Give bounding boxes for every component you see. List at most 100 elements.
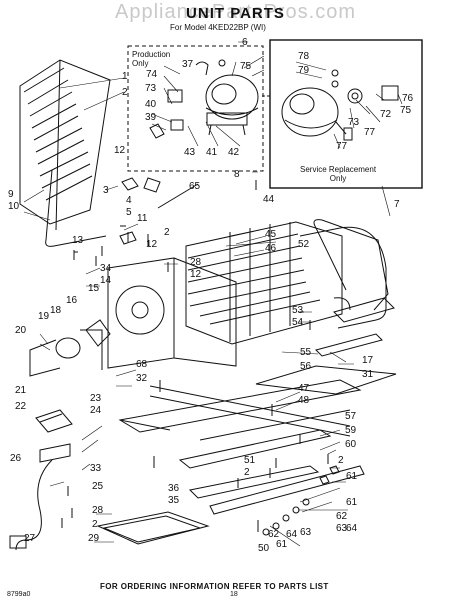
callout-63b: 63 [300,527,312,538]
condenser-coil-icon [19,59,111,231]
callout-43: 42 [228,147,240,158]
valve-icons [119,177,161,245]
callout-68b: 64 [286,529,298,540]
service-replacement-box [269,39,423,189]
ordering-info-footer: FOR ORDERING INFORMATION REFER TO PARTS … [100,582,329,591]
production-only-box [127,45,264,172]
fan-motor-icon [29,329,103,377]
callout-20: 20 [15,325,27,336]
callout-13: 13 [72,235,84,246]
callout-2d: 2 [244,467,250,478]
callout-5: 5 [126,207,132,218]
callout-42: 43 [184,147,196,158]
callout-25: 25 [92,481,104,492]
callout-72: 72 [380,109,392,120]
callout-2e: 2 [92,519,98,530]
callout-39: 39 [145,112,157,123]
rail-icon [315,333,383,357]
compressor-icon [205,74,259,136]
callout-9: 9 [8,189,14,200]
callout-17: 17 [362,355,374,366]
callout-27: 27 [24,533,36,544]
callout-78: 78 [298,51,310,62]
callout-18: 18 [50,305,62,316]
callout-52: 52 [298,239,310,250]
callout-44: 44 [263,194,275,205]
condenser-tube-icon [313,219,389,311]
callout-8: 8 [234,169,240,180]
callout-26: 26 [10,453,22,464]
footer-code: 8799a0 [7,591,31,598]
callout-75: 76 [402,93,414,104]
callout-57: 57 [345,411,357,422]
cover-plate-icon [35,409,73,433]
callout-32: 32 [136,373,148,384]
callout-34: 34 [100,263,112,274]
callout-62b: 62 [268,529,280,540]
callout-11: 11 [137,213,148,224]
capillary-icon [45,169,107,247]
fan-shroud-icon [107,257,237,369]
callout-53: 53 [292,305,304,316]
callout-4: 4 [126,195,132,206]
service-replacement-label: Service Replacement Only [300,165,377,183]
callout-10: 10 [8,201,20,212]
callout-51: 51 [244,455,256,466]
production-only-label: Production Only [132,50,171,68]
callout-74: 75 [400,105,412,116]
coil-assembly-icon [185,221,387,345]
callout-33: 33 [90,463,102,474]
callout-55: 55 [300,347,312,358]
callout-28: 28 [92,505,104,516]
power-cord-icon [9,443,71,551]
bracket-icon [333,297,395,323]
callout-73: 73 [348,117,360,128]
footer-page: 18 [230,591,238,598]
callout-70: 74 [146,69,158,80]
callout-19: 19 [38,311,50,322]
callout-68: 64 [346,523,358,534]
callout-2: 2 [122,87,128,98]
callout-30: 28 [190,257,202,268]
callout-24: 24 [90,405,102,416]
callout-71: 75 [240,61,252,72]
clip-icon [195,59,226,76]
callout-35: 35 [168,495,180,506]
callout-48: 48 [298,395,310,406]
callout-36: 36 [168,483,180,494]
callout-29: 29 [88,533,100,544]
fittings-icon [262,465,340,536]
callout-47: 47 [298,383,310,394]
callout-16: 16 [66,295,78,306]
callout-46: 46 [265,243,277,254]
callout-41: 41 [206,147,218,158]
watermark: AppliancePartsPros.com [115,1,356,23]
callout-12c: 12 [190,269,202,280]
callout-12b: 12 [146,239,158,250]
page-title: UNIT PARTS [186,5,285,22]
callout-6: 6 [242,37,248,48]
callout-50: 50 [258,543,270,554]
base-frame-icon [118,365,397,515]
drain-pan-icon [96,511,210,545]
callout-63: 63 [336,523,348,534]
callout-2c: 2 [338,455,344,466]
callout-56: 56 [300,361,312,372]
callout-61c: 61 [276,539,288,550]
callout-77: 77 [336,141,348,152]
callout-62: 62 [336,511,348,522]
callout-37: 37 [182,59,194,70]
callout-7: 7 [394,199,400,210]
callout-61: 61 [346,471,358,482]
callout-14: 14 [100,275,112,286]
callout-54: 54 [292,317,304,328]
callout-65: 68 [136,359,148,370]
fan-blade-icon [85,319,111,347]
callout-76: 77 [364,127,376,138]
callout-23: 23 [90,393,102,404]
callout-61b: 61 [346,497,358,508]
callout-31: 31 [362,369,374,380]
callout-59: 59 [345,425,357,436]
